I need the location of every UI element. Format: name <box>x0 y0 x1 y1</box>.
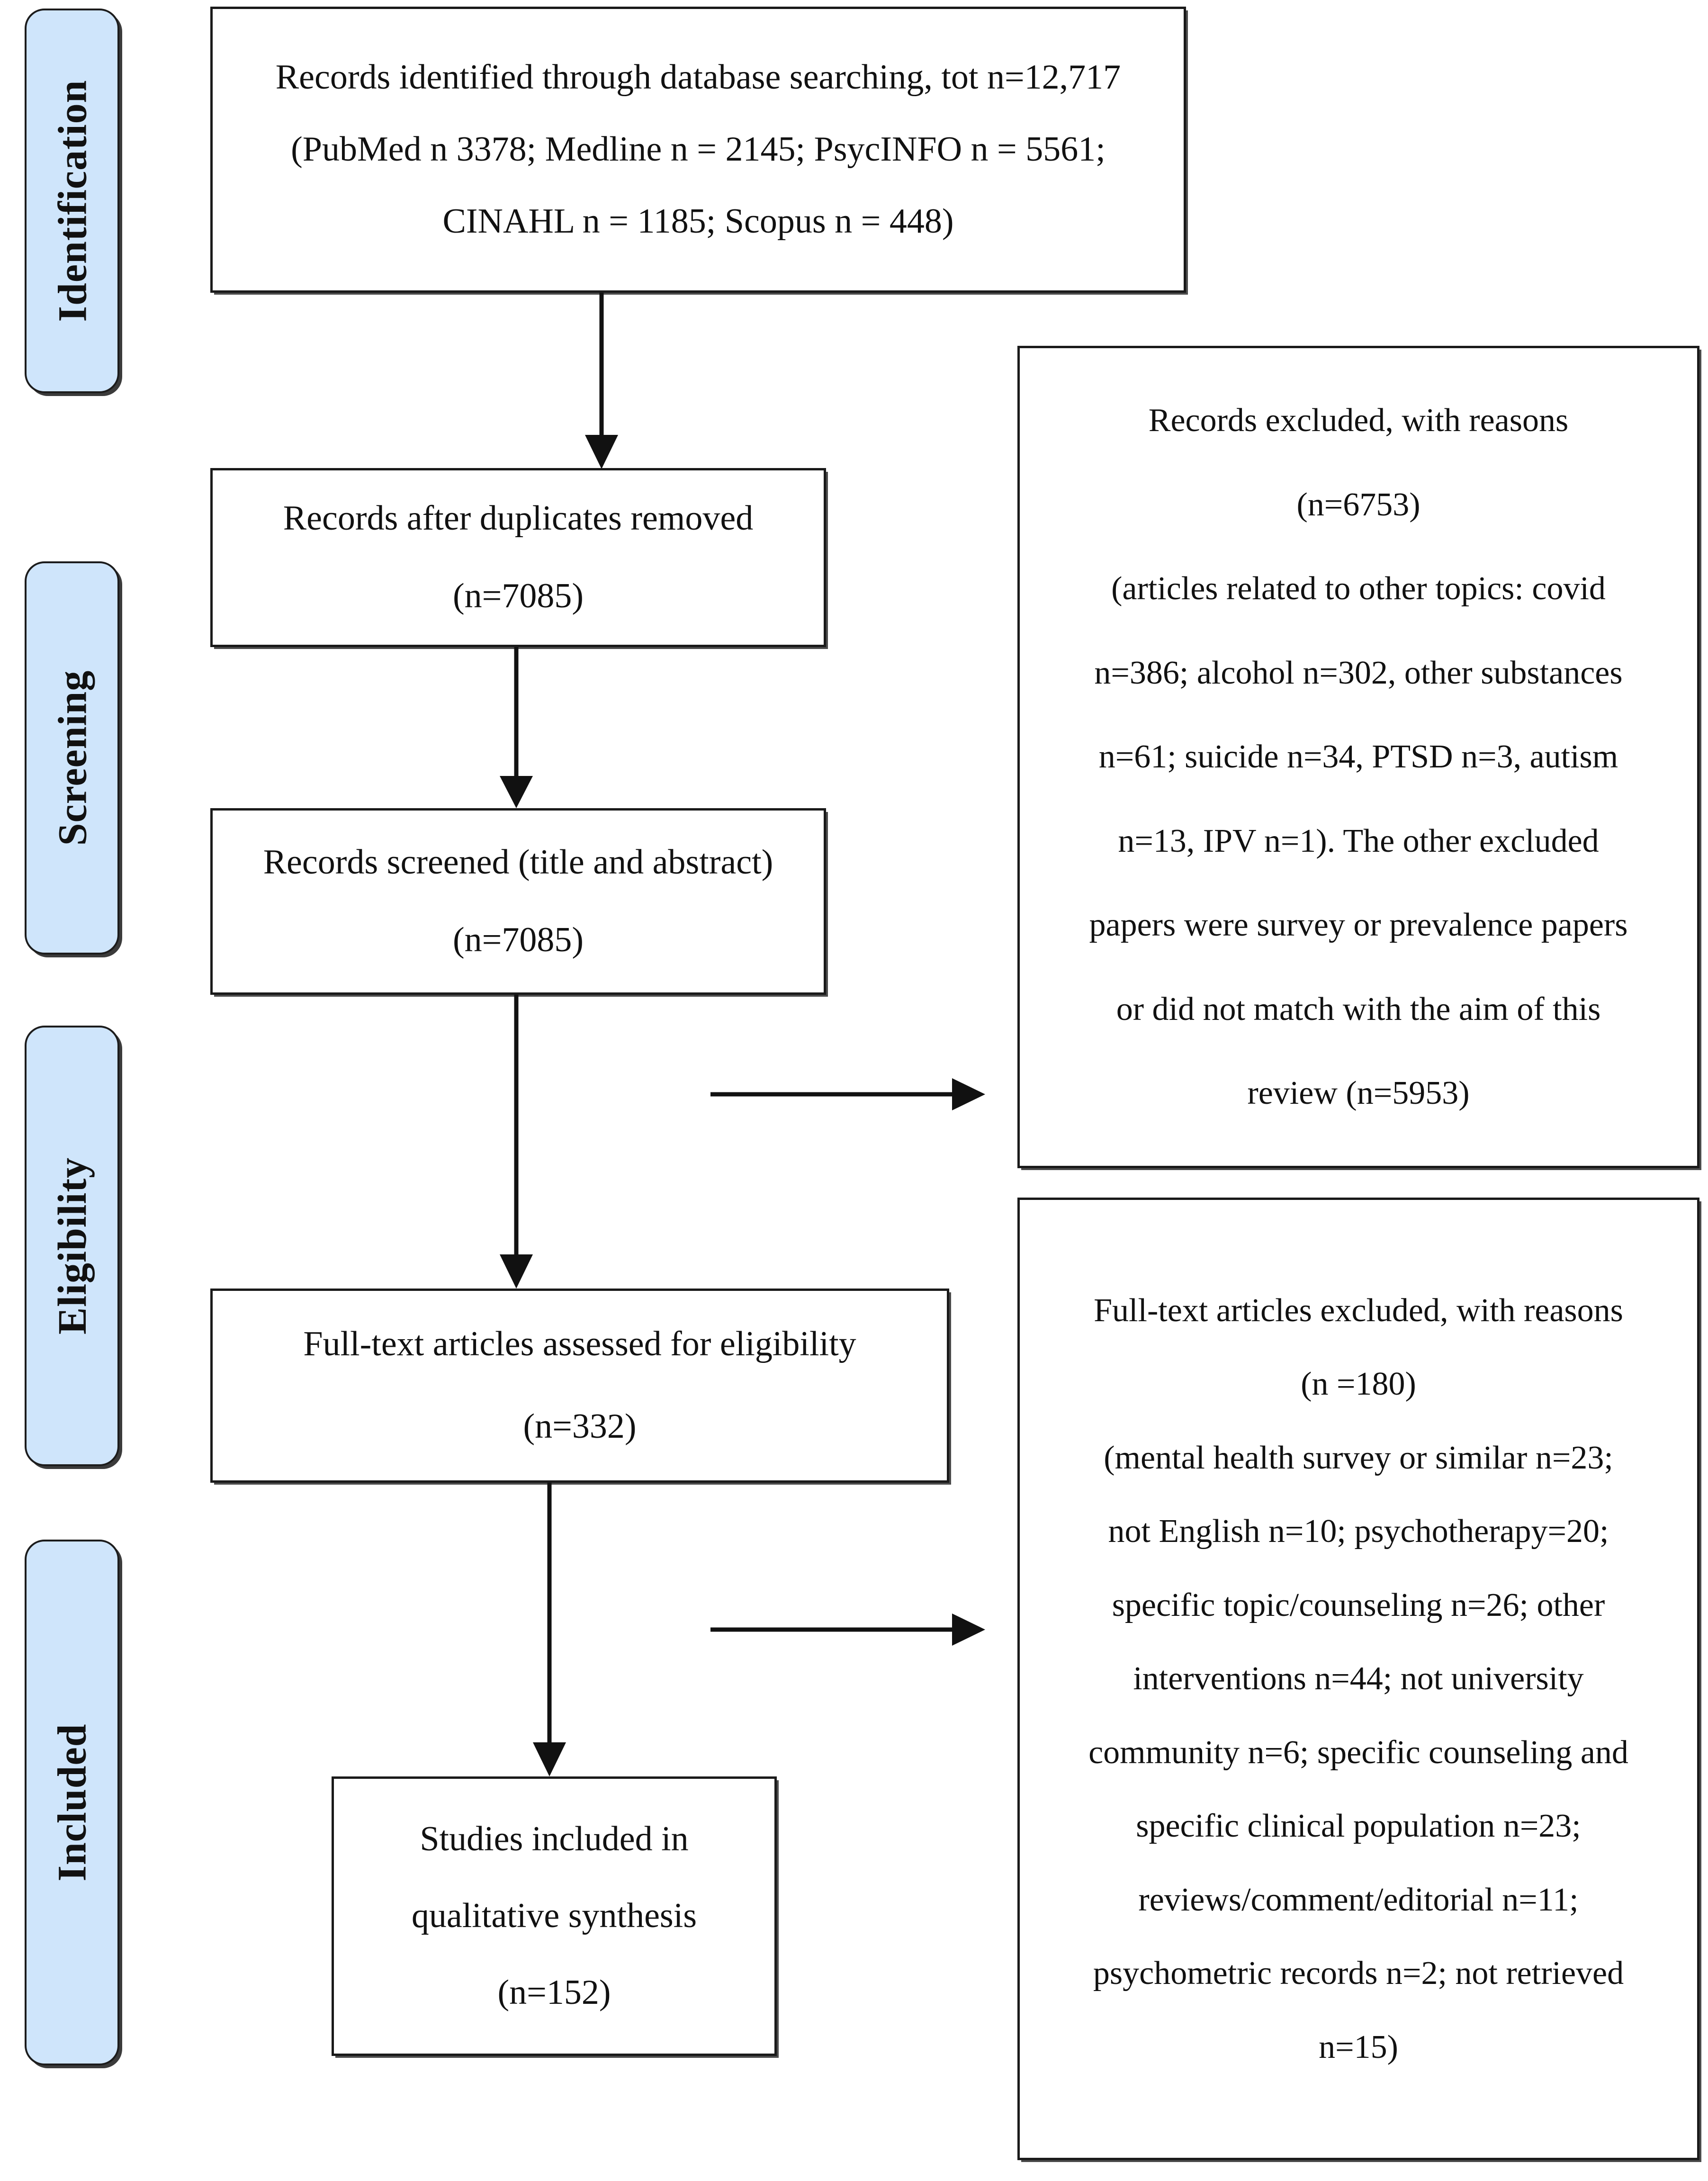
stage-tab-eligibility[interactable]: Eligibility <box>25 1026 119 1466</box>
box-studies-included-line-2: qualitative synthesis <box>411 1896 697 1936</box>
arrow-screened-to-fulltext <box>488 995 545 1289</box>
box-fulltext-excluded-line-1: Full-text articles excluded, with reason… <box>1094 1292 1623 1329</box>
box-records-excluded-line-1: Records excluded, with reasons <box>1148 402 1569 439</box>
box-fulltext-assessed-line-2: (n=332) <box>523 1407 637 1446</box>
box-studies-included-line-3: (n=152) <box>497 1973 611 2012</box>
stage-tab-screening-label: Screening <box>49 670 95 846</box>
box-fulltext-excluded: Full-text articles excluded, with reason… <box>1017 1198 1699 2160</box>
arrow-screened-to-records-excluded <box>710 1071 985 1118</box>
stage-tab-included[interactable]: Included <box>25 1540 119 2065</box>
box-records-after-duplicates-line-1: Records after duplicates removed <box>283 499 754 538</box>
box-records-excluded-line-2: (n=6753) <box>1296 486 1420 523</box>
box-fulltext-excluded-line-3: (mental health survey or similar n=23; <box>1104 1439 1613 1476</box>
box-records-identified-line-3: CINAHL n = 1185; Scopus n = 448) <box>442 201 954 241</box>
stage-tab-screening[interactable]: Screening <box>25 561 119 955</box>
box-fulltext-excluded-line-2: (n =180) <box>1301 1366 1416 1403</box>
box-records-excluded-line-4: n=386; alcohol n=302, other substances <box>1094 654 1623 691</box>
box-records-screened-line-2: (n=7085) <box>452 920 584 959</box>
box-fulltext-excluded-line-11: n=15) <box>1319 2028 1398 2065</box>
box-studies-included: Studies included in qualitative synthesi… <box>332 1776 777 2056</box>
stage-tab-eligibility-label: Eligibility <box>49 1157 95 1335</box>
box-records-after-duplicates: Records after duplicates removed (n=7085… <box>210 468 826 647</box>
box-studies-included-line-1: Studies included in <box>420 1820 689 1859</box>
arrow-duplicates-to-screened <box>488 647 545 808</box>
box-fulltext-assessed: Full-text articles assessed for eligibil… <box>210 1289 949 1483</box>
box-fulltext-excluded-line-7: community n=6; specific counseling and <box>1088 1734 1628 1771</box>
box-records-excluded-line-7: papers were survey or prevalence papers <box>1089 907 1628 944</box>
box-records-identified-line-1: Records identified through database sear… <box>275 58 1121 97</box>
box-fulltext-excluded-line-6: interventions n=44; not university <box>1133 1660 1584 1697</box>
box-fulltext-excluded-line-8: specific clinical population n=23; <box>1136 1808 1581 1845</box>
box-records-excluded-line-8: or did not match with the aim of this <box>1116 991 1601 1027</box>
box-records-identified-line-2: (PubMed n 3378; Medline n = 2145; PsycIN… <box>291 130 1106 169</box>
box-records-excluded: Records excluded, with reasons (n=6753) … <box>1017 346 1699 1168</box>
arrow-identified-to-duplicates <box>573 293 630 469</box>
stage-tab-included-label: Included <box>49 1723 95 1882</box>
box-fulltext-excluded-line-9: reviews/comment/editorial n=11; <box>1138 1881 1579 1918</box>
box-records-excluded-line-5: n=61; suicide n=34, PTSD n=3, autism <box>1098 739 1618 775</box>
arrow-fulltext-to-fulltext-excluded <box>710 1606 985 1653</box>
box-records-after-duplicates-line-2: (n=7085) <box>452 577 584 615</box>
stage-tab-identification-label: Identification <box>49 80 95 322</box>
arrow-fulltext-to-included <box>521 1483 578 1776</box>
box-fulltext-assessed-line-1: Full-text articles assessed for eligibil… <box>303 1325 856 1364</box>
box-records-screened-line-1: Records screened (title and abstract) <box>263 843 773 882</box>
box-records-identified: Records identified through database sear… <box>210 7 1186 293</box>
box-fulltext-excluded-line-4: not English n=10; psychotherapy=20; <box>1108 1513 1609 1550</box>
box-records-excluded-line-9: review (n=5953) <box>1247 1075 1470 1112</box>
box-records-excluded-line-3: (articles related to other topics: covid <box>1111 570 1606 607</box>
box-fulltext-excluded-line-10: psychometric records n=2; not retrieved <box>1093 1955 1624 1992</box>
stage-tab-identification[interactable]: Identification <box>25 9 119 393</box>
box-fulltext-excluded-line-5: specific topic/counseling n=26; other <box>1112 1586 1605 1623</box>
box-records-excluded-line-6: n=13, IPV n=1). The other excluded <box>1118 822 1599 859</box>
box-records-screened: Records screened (title and abstract) (n… <box>210 808 826 995</box>
